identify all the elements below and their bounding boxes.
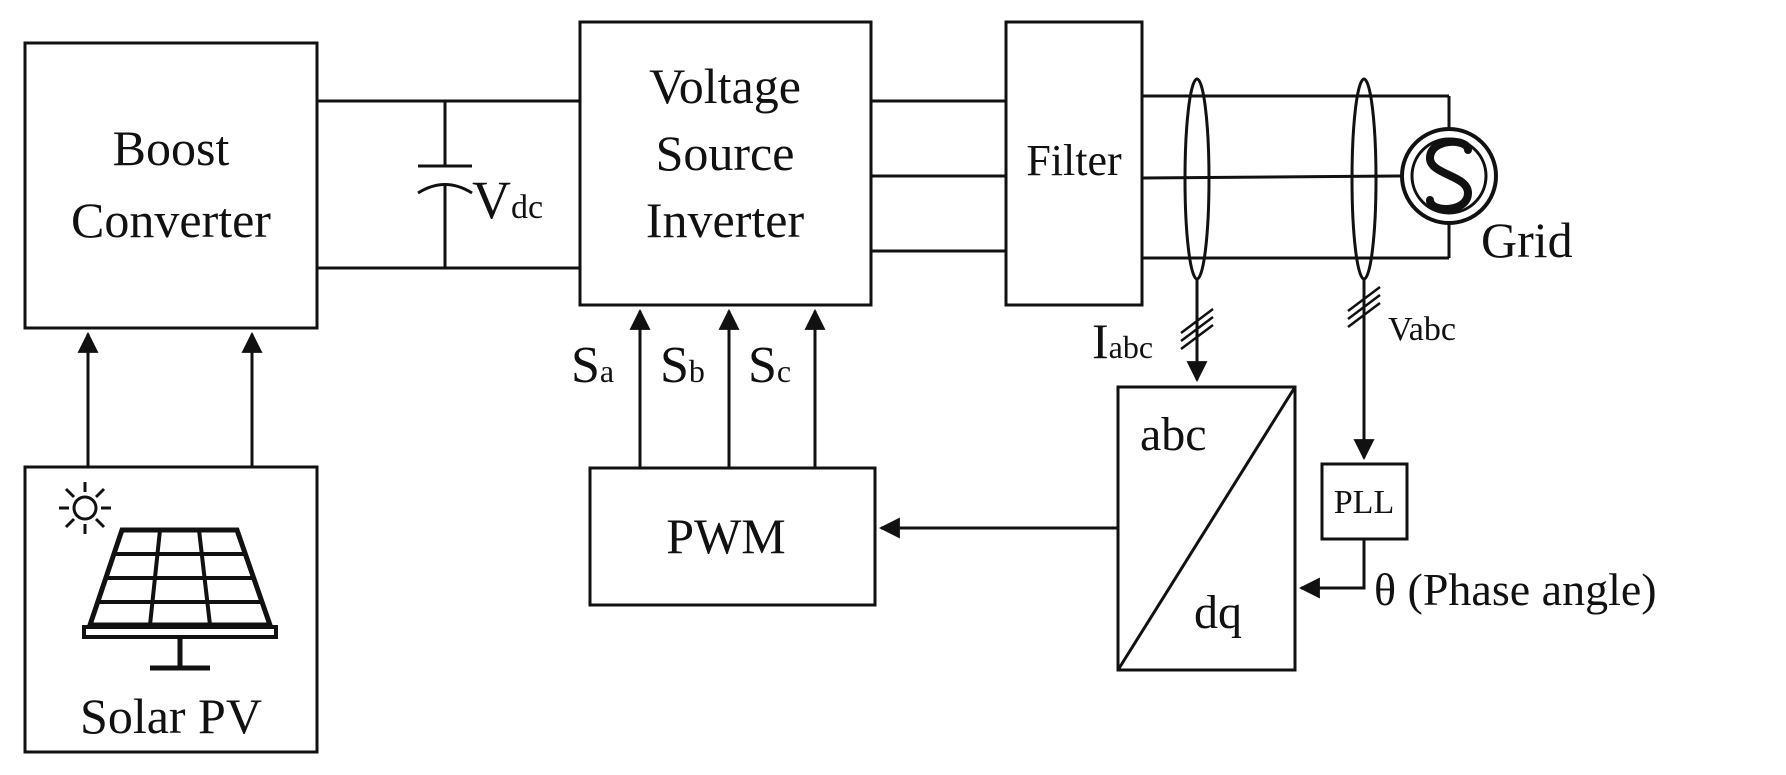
sa-label: Sa: [571, 337, 614, 394]
sun-icon: [59, 482, 111, 534]
sc-label: Sc: [748, 337, 791, 394]
sb-label: Sb: [660, 337, 705, 394]
current-sensor: [1180, 77, 1214, 383]
boost-label-line2: Converter: [71, 192, 271, 248]
pll-block: PLL: [1320, 462, 1409, 541]
vsi-label-line3: Inverter: [646, 192, 805, 248]
vabc-label: Vabc: [1388, 311, 1456, 348]
abc-label: abc: [1140, 408, 1207, 461]
filter-label: Filter: [1026, 136, 1122, 185]
voltage-source-inverter-block: Voltage Source Inverter: [578, 20, 873, 307]
theta-arrow: [1298, 539, 1366, 599]
abc-dq-transform-block: abc dq: [1116, 385, 1297, 672]
solar-pv-label: Solar PV: [80, 688, 262, 744]
voltage-sensor: [1347, 77, 1381, 461]
theta-label: θ (Phase angle): [1374, 564, 1657, 615]
grid-phase-b: [1141, 174, 1404, 180]
filter-block: Filter: [1004, 20, 1144, 307]
vsi-label-line1: Voltage: [649, 58, 801, 114]
ac-source-icon: [1400, 127, 1498, 225]
pwm-block: PWM: [588, 466, 877, 607]
vsi-label-line2: Source: [656, 125, 795, 181]
pwm-label: PWM: [666, 508, 785, 564]
boost-label-line1: Boost: [113, 120, 230, 176]
pll-label: PLL: [1334, 484, 1394, 521]
iabc-label: Iabc: [1092, 313, 1153, 369]
solar-pv-block: Solar PV: [23, 465, 319, 754]
grid-label: Grid: [1481, 212, 1573, 268]
boost-converter-block: Boost Converter: [23, 41, 319, 330]
dq-label: dq: [1194, 586, 1242, 639]
solar-panel-icon: [82, 527, 278, 671]
capacitor-symbol: [417, 101, 473, 268]
vdc-label: Vdc: [472, 170, 543, 230]
dc-link: Vdc: [317, 99, 580, 270]
